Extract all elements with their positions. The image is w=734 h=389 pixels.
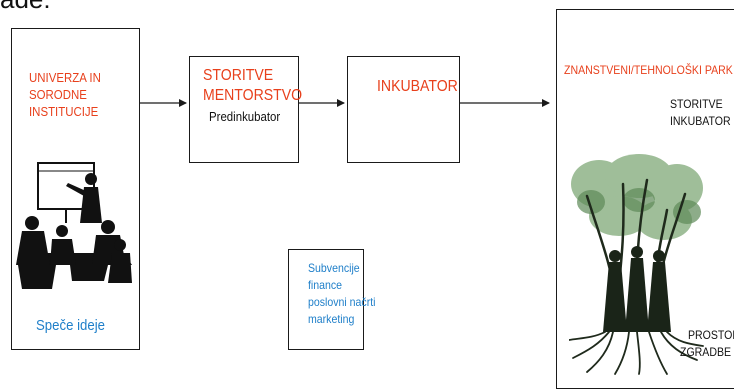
park-services-line-1: STORITVE <box>670 97 723 111</box>
universities-title-line-1: UNIVERZA IN <box>29 70 101 85</box>
incubator-box: INKUBATOR <box>347 56 460 163</box>
mentoring-box: STORITVE MENTORSTVO Predinkubator <box>189 56 303 163</box>
universities-title-line-2: SORODNE <box>29 87 87 102</box>
support-line-4: marketing <box>308 312 355 326</box>
mentoring-subtitle: Predinkubator <box>209 109 281 124</box>
universities-caption: Speče ideje <box>36 317 105 334</box>
universities-title-line-3: INSTITUCIJE <box>29 104 99 119</box>
meeting-presentation-icon <box>16 162 132 289</box>
park-premises-line-1: PROSTOR <box>688 328 734 342</box>
tree-people-icon <box>569 154 704 375</box>
mentoring-title-line-1: STORITVE <box>203 67 274 84</box>
park-box: ZNANSTVENI/TEHNOLOŠKI PARK STORITVE INKU… <box>556 9 734 389</box>
park-premises-line-2: ZGRADBE <box>680 345 732 359</box>
park-services-line-2: INKUBATOR <box>670 114 731 128</box>
park-title: ZNANSTVENI/TEHNOLOŠKI PARK <box>564 63 733 77</box>
mentoring-title-line-2: MENTORSTVO <box>203 87 303 104</box>
support-box: Subvencije finance poslovni načrti marke… <box>288 249 376 350</box>
cropped-heading: ade: <box>0 0 51 12</box>
support-line-2: finance <box>308 278 343 292</box>
incubator-title: INKUBATOR <box>377 78 458 95</box>
universities-box: UNIVERZA IN SORODNE INSTITUCIJE Speče id… <box>11 28 140 350</box>
support-line-1: Subvencije <box>308 261 360 275</box>
support-line-3: poslovni načrti <box>308 295 376 309</box>
flow-arrows <box>140 99 550 107</box>
